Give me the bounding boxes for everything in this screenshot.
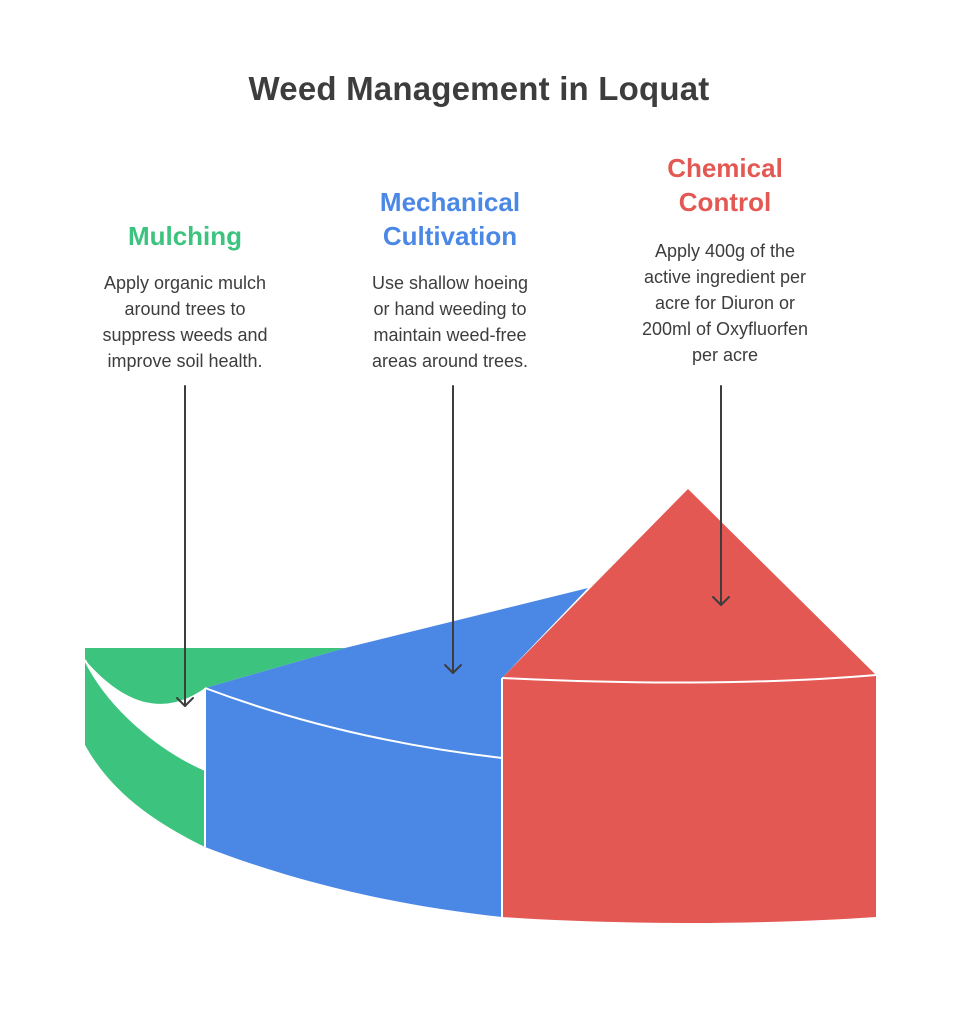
- mechanical-description-line: Use shallow hoeing: [371, 273, 529, 293]
- chemical-heading-line: Chemical: [667, 153, 783, 183]
- mechanical-cultivation-heading: Mechanical Cultivation: [315, 185, 585, 253]
- mechanical-segment-top: [205, 588, 588, 758]
- mulching-heading-line: Mulching: [127, 221, 243, 251]
- mulching-description: Apply organic mulch around trees to supp…: [60, 270, 310, 374]
- chemical-arrow: [712, 385, 730, 606]
- chemical-control-segment: [501, 489, 877, 923]
- chemical-description-line: 200ml of Oxyfluorfen: [641, 319, 809, 339]
- mulching-segment-edge: [84, 659, 206, 771]
- mechanical-description-line: areas around trees.: [371, 351, 529, 371]
- mulching-description-line: Apply organic mulch: [103, 273, 267, 293]
- mechanical-segment-edge: [204, 687, 503, 759]
- mechanical-cultivation-description: Use shallow hoeing or hand weeding to ma…: [315, 270, 585, 374]
- mechanical-arrow: [444, 385, 462, 674]
- mechanical-cultivation-segment: [204, 588, 588, 917]
- mulching-segment: [84, 648, 345, 847]
- page-title: Weed Management in Loquat: [248, 70, 710, 107]
- mulching-segment-top: [85, 648, 345, 704]
- mulching-arrow: [176, 385, 194, 707]
- mulching-segment-side: [85, 660, 205, 847]
- chemical-segment-side: [502, 675, 876, 923]
- mulching-heading: Mulching: [60, 219, 310, 253]
- chemical-description-line: per acre: [691, 345, 759, 365]
- mulching-description-line: suppress weeds and: [102, 325, 268, 345]
- chemical-control-heading: Chemical Control: [590, 151, 860, 219]
- chemical-segment-top: [502, 489, 876, 683]
- mulching-description-line: around trees to: [124, 299, 246, 319]
- chemical-description-line: active ingredient per: [643, 267, 807, 287]
- mechanical-heading-line: Mechanical: [379, 187, 521, 217]
- chemical-heading-line: Control: [678, 187, 772, 217]
- mulching-description-line: improve soil health.: [107, 351, 263, 371]
- mechanical-heading-line: Cultivation: [382, 221, 518, 251]
- mechanical-segment-side: [205, 688, 502, 917]
- mechanical-description-line: maintain weed-free: [373, 325, 527, 345]
- chemical-description-line: acre for Diuron or: [654, 293, 796, 313]
- chemical-description-line: Apply 400g of the: [654, 241, 796, 261]
- chemical-segment-edge: [501, 674, 877, 684]
- chemical-control-description: Apply 400g of the active ingredient per …: [590, 238, 860, 368]
- mechanical-description-line: or hand weeding to: [373, 299, 527, 319]
